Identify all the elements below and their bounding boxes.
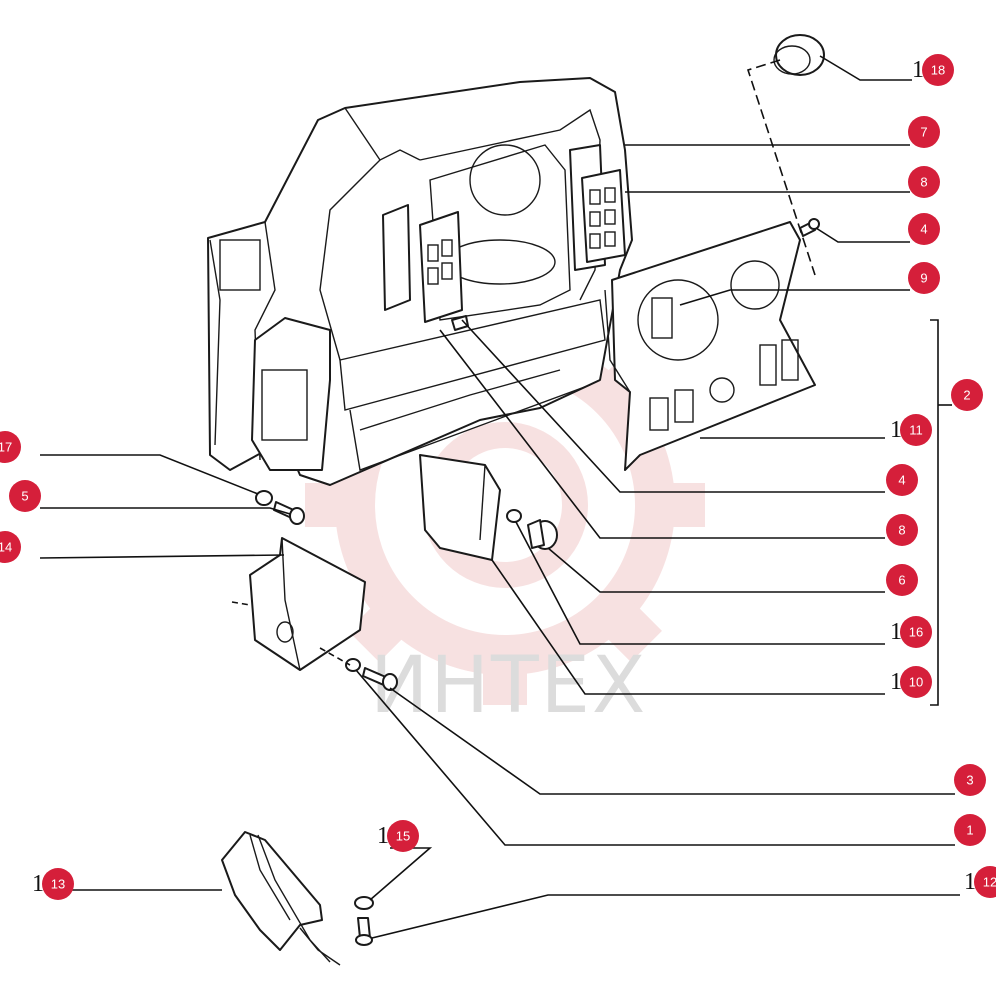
bracket — [249, 537, 366, 671]
svg-text:1: 1 — [966, 823, 973, 838]
svg-text:1: 1 — [890, 669, 902, 695]
svg-text:13: 13 — [51, 877, 65, 892]
screw-top — [799, 218, 820, 237]
svg-text:6: 6 — [898, 573, 905, 588]
callout-1: 1 — [954, 814, 986, 846]
svg-text:7: 7 — [920, 125, 927, 140]
svg-text:1: 1 — [890, 417, 902, 443]
callout-17: 17 — [0, 431, 21, 463]
svg-text:4: 4 — [898, 473, 905, 488]
svg-text:9: 9 — [920, 271, 927, 286]
callout-10: 1 10 — [890, 666, 932, 698]
svg-text:4: 4 — [920, 222, 927, 237]
svg-text:11: 11 — [909, 423, 923, 438]
callout-18: 1 18 — [912, 54, 954, 86]
svg-text:8: 8 — [920, 175, 927, 190]
callout-8-middle: 8 — [886, 514, 918, 546]
small-screw — [355, 917, 373, 946]
svg-text:1: 1 — [32, 871, 44, 897]
svg-text:18: 18 — [931, 63, 945, 78]
dashboard-housing — [207, 77, 633, 486]
callout-14: 14 — [0, 531, 21, 563]
callout-5: 5 — [9, 480, 41, 512]
callout-4-middle: 4 — [886, 464, 918, 496]
callout-13: 1 13 — [32, 868, 74, 900]
cable-clamp — [221, 831, 341, 966]
small-washer — [354, 896, 374, 910]
svg-text:16: 16 — [909, 625, 923, 640]
svg-text:17: 17 — [0, 440, 12, 455]
callout-7: 7 — [908, 116, 940, 148]
callout-2: 2 — [951, 379, 983, 411]
svg-text:1: 1 — [890, 619, 902, 645]
callout-4-top: 4 — [908, 213, 940, 245]
nut — [255, 490, 273, 506]
callouts: 1 18 7 8 4 9 2 1 — [0, 54, 996, 900]
svg-text:8: 8 — [898, 523, 905, 538]
watermark-text: ИНТЕХ — [370, 641, 647, 731]
plug-cap — [773, 34, 825, 76]
svg-text:1: 1 — [964, 869, 976, 895]
svg-text:10: 10 — [909, 675, 923, 690]
callout-11: 1 11 — [890, 414, 932, 446]
instrument-panel — [604, 221, 816, 471]
svg-text:12: 12 — [983, 875, 996, 890]
washer-lower — [345, 658, 361, 672]
svg-text:5: 5 — [21, 489, 28, 504]
washer — [506, 509, 522, 523]
bolt-lower — [362, 667, 398, 691]
svg-text:1: 1 — [912, 57, 924, 83]
svg-text:3: 3 — [966, 773, 973, 788]
leader-lines — [39, 55, 960, 939]
callout-12: 1 12 — [964, 866, 996, 898]
knob — [527, 519, 558, 550]
bolt — [273, 501, 305, 525]
svg-text:15: 15 — [396, 829, 410, 844]
svg-text:1: 1 — [377, 823, 389, 849]
svg-text:2: 2 — [963, 388, 970, 403]
callout-9: 9 — [908, 262, 940, 294]
callout-8-top: 8 — [908, 166, 940, 198]
callout-6: 6 — [886, 564, 918, 596]
callout-3: 3 — [954, 764, 986, 796]
callout-16: 1 16 — [890, 616, 932, 648]
callout-15: 1 15 — [377, 820, 419, 852]
svg-text:14: 14 — [0, 540, 12, 555]
